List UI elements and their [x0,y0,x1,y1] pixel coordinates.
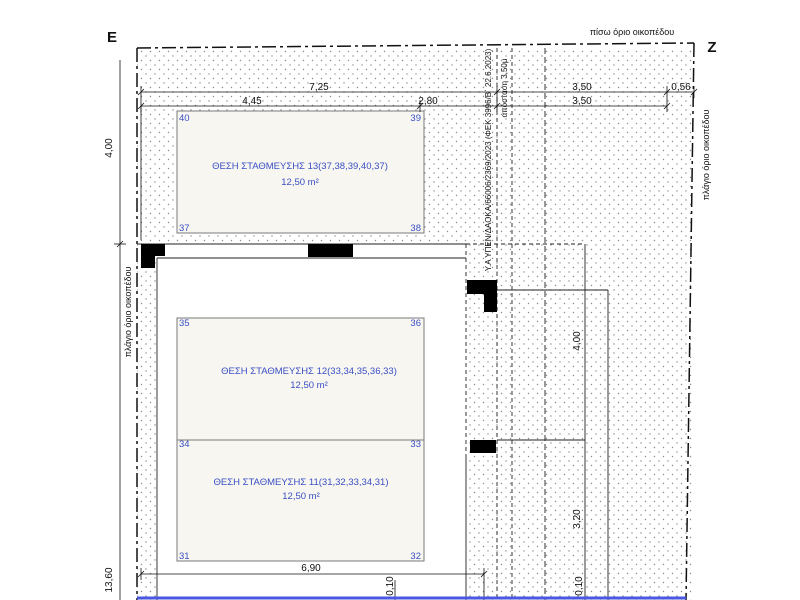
spot-title: ΘΕΣΗ ΣΤΑΘΜΕΥΣΗΣ 13(37,38,39,40,37) [212,161,388,172]
dim-bottom-offset-b: 0,10 [574,576,585,596]
spot-title: ΘΕΣΗ ΣΤΑΘΜΕΥΣΗΣ 12(33,34,35,36,33) [221,366,397,377]
bottom-dimension-lines [137,568,488,600]
corner-label: 37 [179,223,190,234]
dim-sub-mid: 2,80 [418,96,438,107]
dim-left-bottom: 13,60 [104,567,115,592]
dim-sub-left: 4,45 [242,96,262,107]
corner-label: 39 [410,113,421,124]
corner-label: 31 [179,551,190,562]
corner-label: 33 [410,439,421,450]
corner-label-z: Z [707,39,716,56]
dim-top-far-right: 0,56 [671,82,691,93]
parking-spot-13: ΘΕΣΗ ΣΤΑΘΜΕΥΣΗΣ 13(37,38,39,40,37) 12,50… [179,113,421,234]
dim-bottom-width: 6,90 [301,563,321,574]
parking-spot-shapes [176,110,425,562]
structural-columns [141,244,497,453]
dim-top-total: 7,25 [309,82,329,93]
dim-sub-right: 3,50 [572,96,592,107]
dim-right-lower: 3,20 [572,509,583,529]
rear-boundary-label: πίσω όριο οικοπέδου [590,27,674,37]
spot-title: ΘΕΣΗ ΣΤΑΘΜΕΥΣΗΣ 11(31,32,33,34,31) [213,477,388,488]
corner-label: 40 [179,113,190,124]
dim-right-upper: 4,00 [572,331,583,351]
right-side-boundary-label: πλάγιο όριο οικοπέδου [701,110,711,201]
distance-note: απόσταση 3,50μ [500,58,509,117]
corner-label: 38 [410,223,421,234]
dim-bottom-offset-a: 0,10 [385,576,396,596]
corner-label-e: E [107,29,117,46]
plot-boundary [136,42,695,600]
dim-top-right: 3,50 [572,82,592,93]
spot-area: 12,50 m² [281,177,319,188]
dim-left-top: 4,00 [104,138,115,158]
left-side-boundary-label: πλάγιο όριο οικοπέδου [123,267,133,358]
spot-area: 12,50 m² [282,491,320,502]
parking-spot-12: ΘΕΣΗ ΣΤΑΘΜΕΥΣΗΣ 12(33,34,35,36,33) 12,50… [179,318,421,450]
spot-area: 12,50 m² [290,380,328,391]
top-dimension-lines [137,86,698,240]
ministerial-decision-note: Υ.Α ΥΠΕΝ/ΔΑΟΚΑ/66006/2369/2023 (ΦΕΚ 3996… [484,48,493,271]
parking-spot-11: ΘΕΣΗ ΣΤΑΘΜΕΥΣΗΣ 11(31,32,33,34,31) 12,50… [179,477,421,562]
garage-outline [137,48,609,600]
corner-label: 34 [179,439,190,450]
left-dimension-lines [114,60,126,600]
corner-label: 32 [410,551,421,562]
corner-label: 36 [410,318,421,329]
corner-label: 35 [179,318,190,329]
